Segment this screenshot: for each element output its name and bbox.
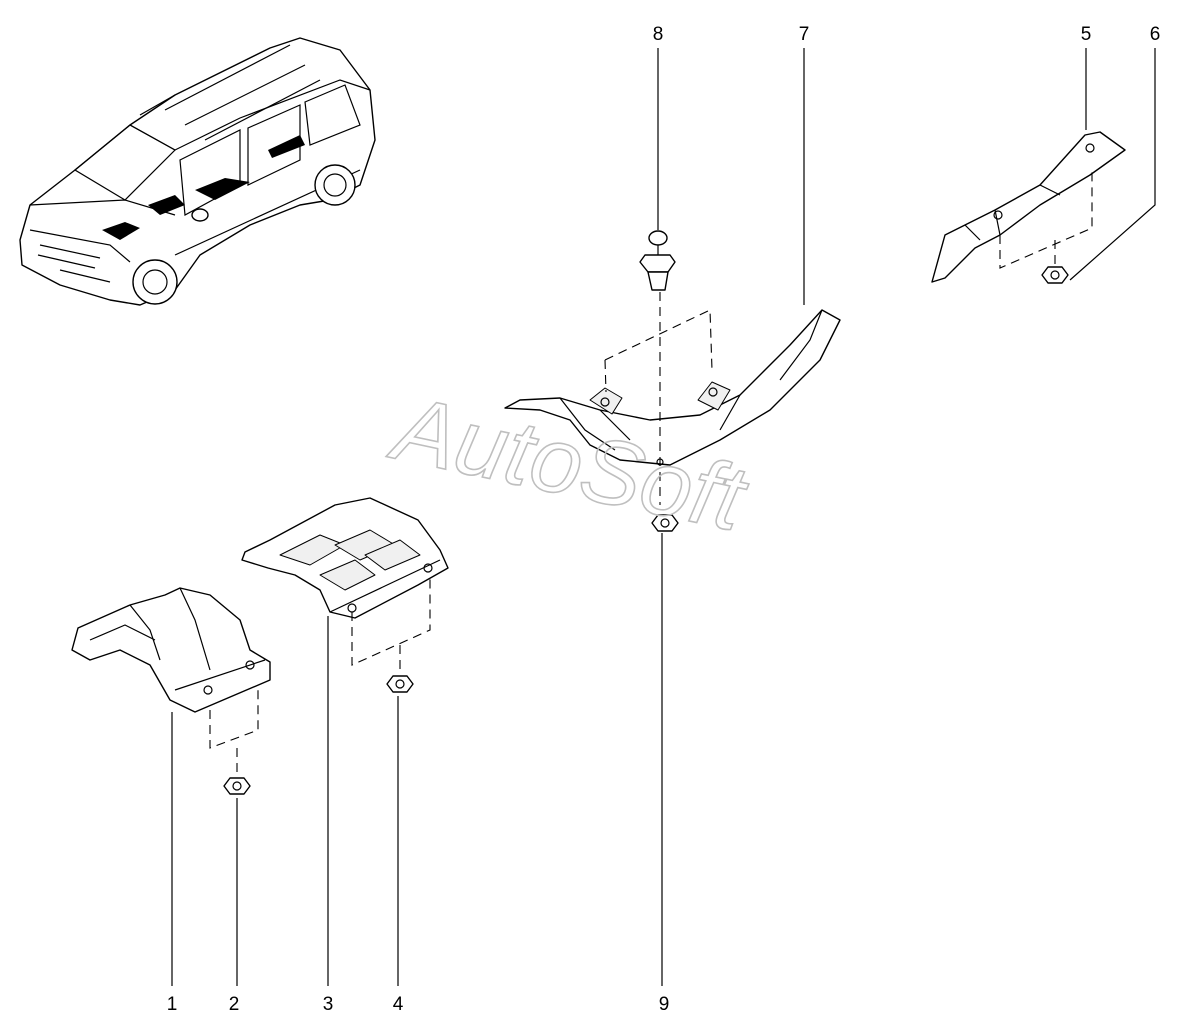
callout-7: 7 xyxy=(799,24,810,45)
part-3-heat-shield xyxy=(241,497,449,619)
callout-9: 9 xyxy=(659,994,670,1015)
callout-3: 3 xyxy=(323,994,334,1015)
part-9-nut xyxy=(651,514,679,532)
callout-2: 2 xyxy=(229,994,240,1015)
callout-6: 6 xyxy=(1150,24,1161,45)
part-8-clip xyxy=(639,230,676,291)
part-4-nut xyxy=(386,675,414,693)
part-5-heat-shield xyxy=(931,131,1126,283)
callout-labels: 1 2 3 4 5 6 7 8 9 xyxy=(167,24,1161,1015)
part-7-heat-shield xyxy=(504,309,841,466)
assembly-dash-lines xyxy=(209,170,1093,776)
callout-4: 4 xyxy=(393,994,404,1015)
leader-lines xyxy=(171,48,1156,986)
part-2-nut xyxy=(223,777,251,795)
part-1-heat-shield xyxy=(71,587,271,713)
part-6-nut xyxy=(1041,266,1069,284)
callout-8: 8 xyxy=(653,24,664,45)
callout-1: 1 xyxy=(167,994,178,1015)
callout-5: 5 xyxy=(1081,24,1092,45)
vehicle-locator-illustration xyxy=(19,37,376,306)
